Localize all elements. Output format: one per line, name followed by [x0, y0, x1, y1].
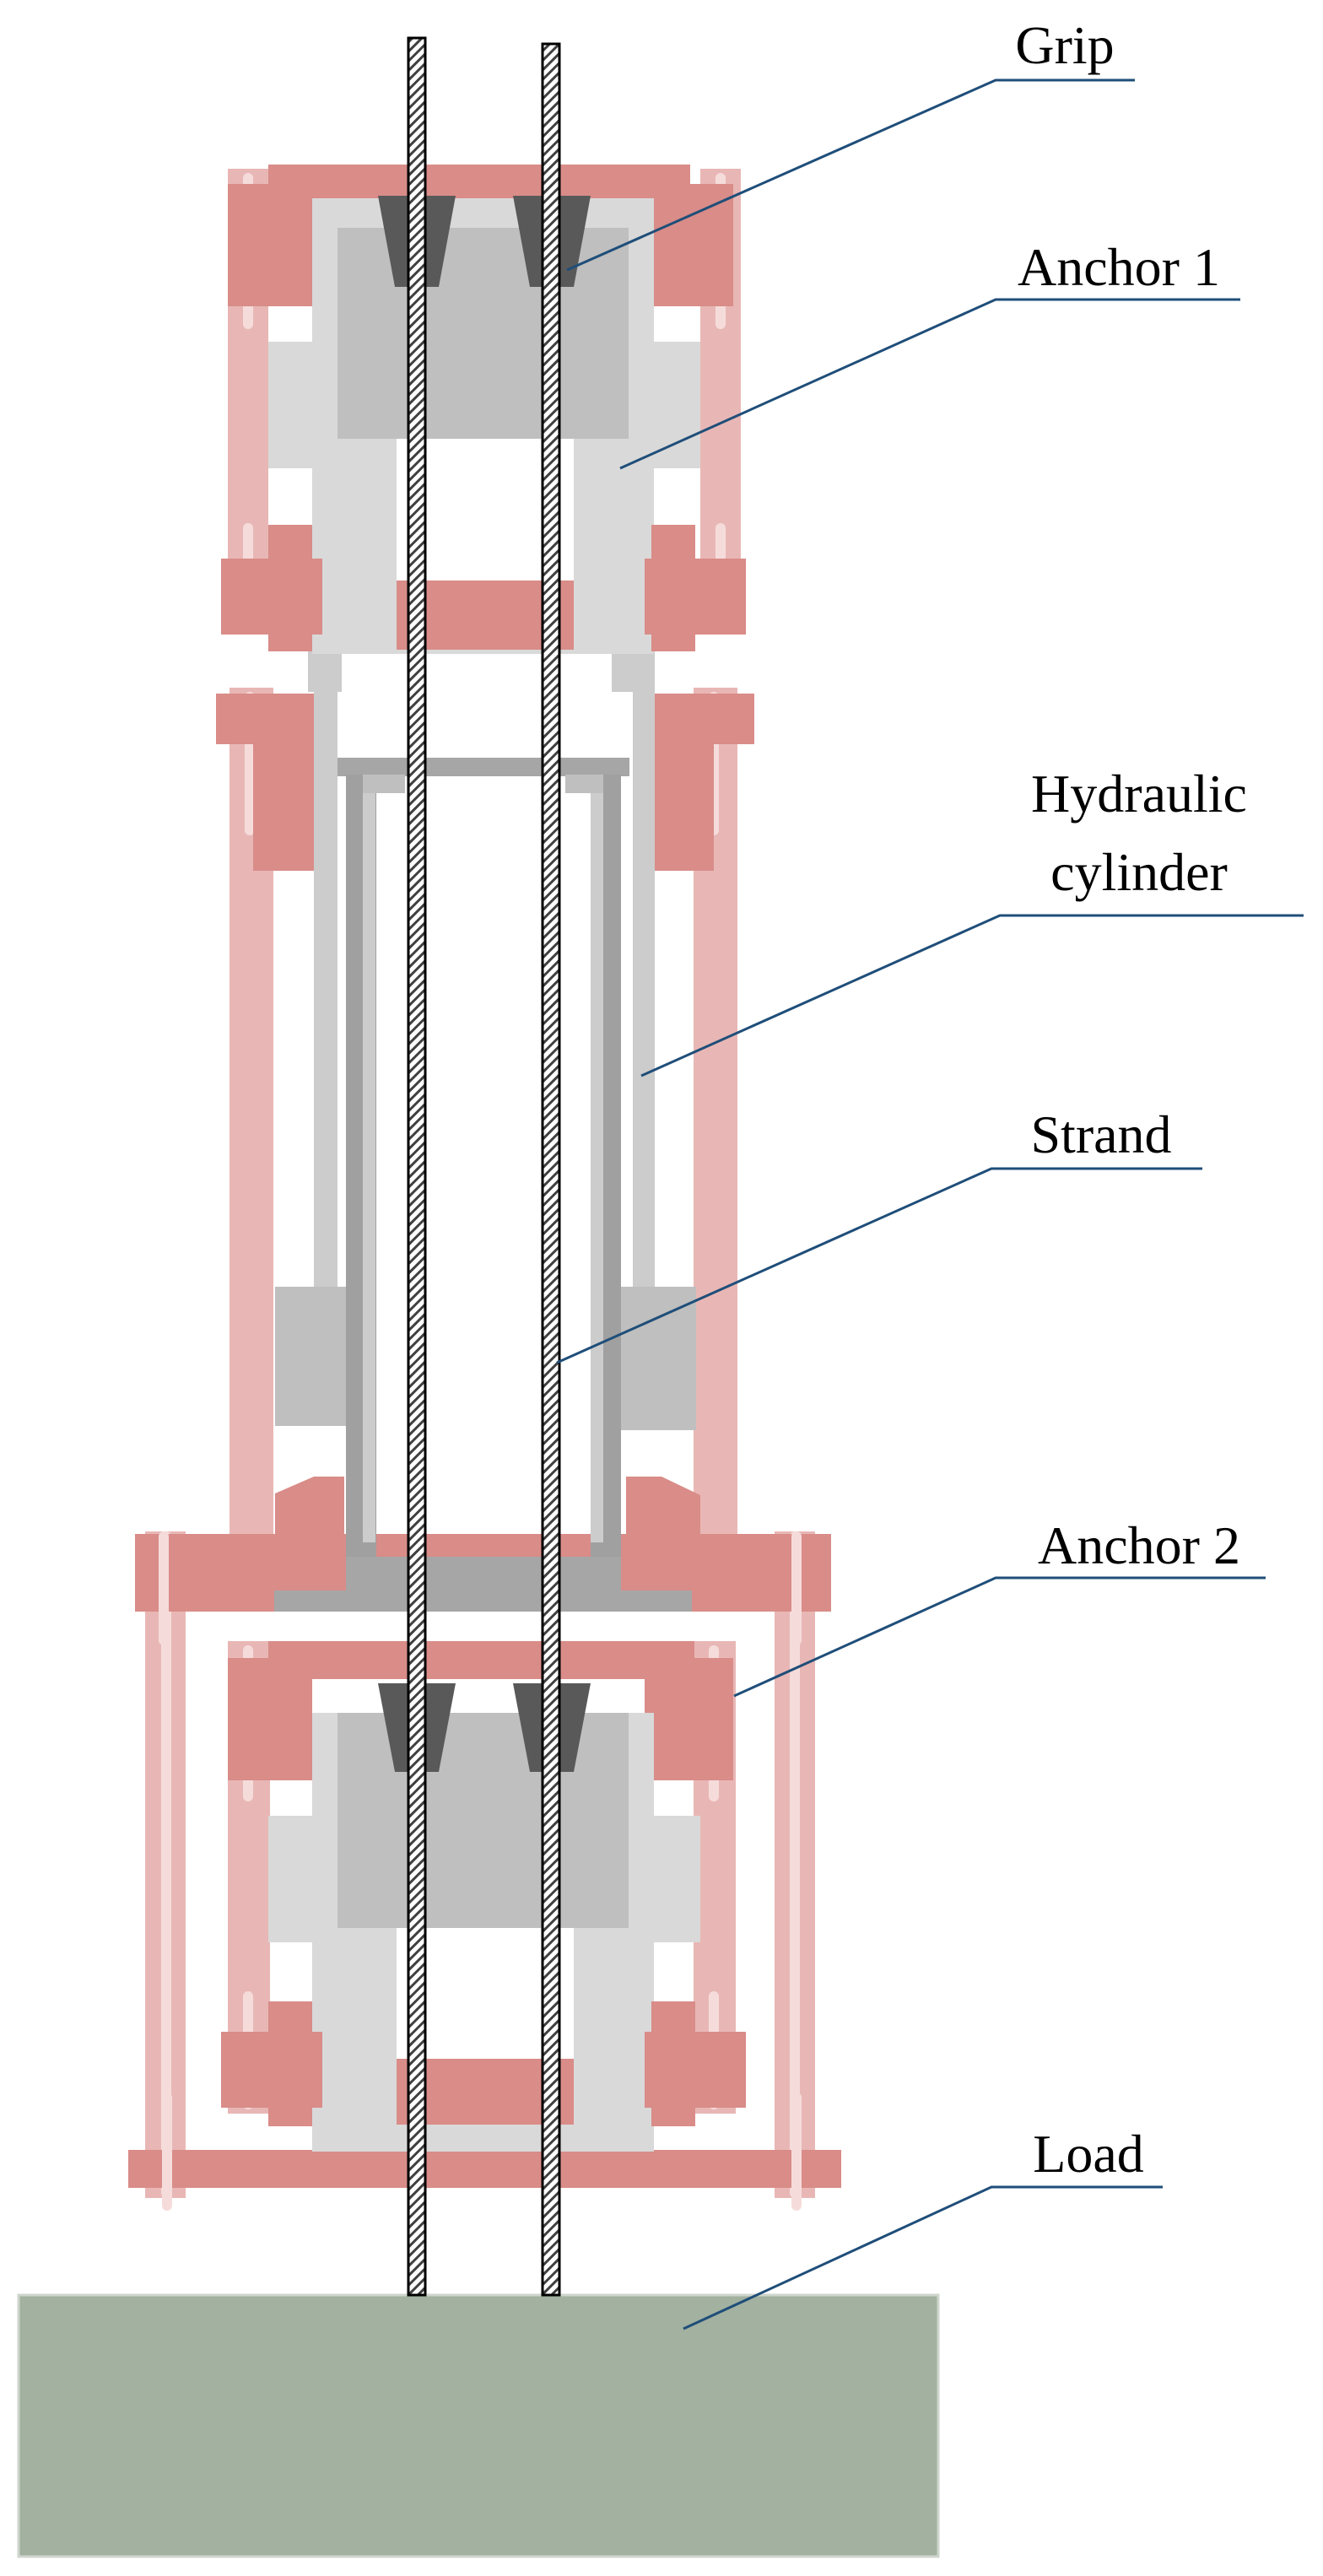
leader-anchor-2 — [733, 1576, 1266, 1698]
cylinder-top-cap — [338, 758, 629, 776]
strand-right — [541, 42, 561, 2297]
anchor-1 — [221, 165, 746, 654]
label-grip: Grip — [1015, 15, 1114, 75]
label-hydraulic-line1: Hydraulic — [1031, 764, 1247, 824]
labels: Grip Anchor 1 Hydraulic cylinder Strand … — [1015, 15, 1247, 2184]
anchor-2-base-plate — [128, 2150, 841, 2188]
label-strand: Strand — [1030, 1104, 1171, 1164]
strand-left — [407, 36, 427, 2297]
leader-load — [683, 2185, 1163, 2330]
label-anchor-1: Anchor 1 — [1018, 237, 1220, 297]
leader-grip — [566, 78, 1135, 272]
label-anchor-2: Anchor 2 — [1038, 1515, 1240, 1575]
leader-lines — [556, 78, 1304, 2330]
strands — [407, 36, 561, 2297]
cylinder-section — [216, 650, 754, 1590]
mid-flange — [135, 1531, 831, 2211]
leader-hydraulic-cylinder — [640, 914, 1304, 1077]
label-hydraulic-line2: cylinder — [1050, 842, 1228, 902]
leader-anchor-1 — [619, 298, 1240, 470]
load-block — [17, 2293, 940, 2558]
label-load: Load — [1033, 2124, 1144, 2184]
anchor-2 — [221, 1641, 746, 2152]
outer-bolt-right-core — [790, 1531, 800, 2198]
leader-strand — [556, 1167, 1202, 1364]
outer-bolt-left-core — [161, 1531, 171, 2198]
